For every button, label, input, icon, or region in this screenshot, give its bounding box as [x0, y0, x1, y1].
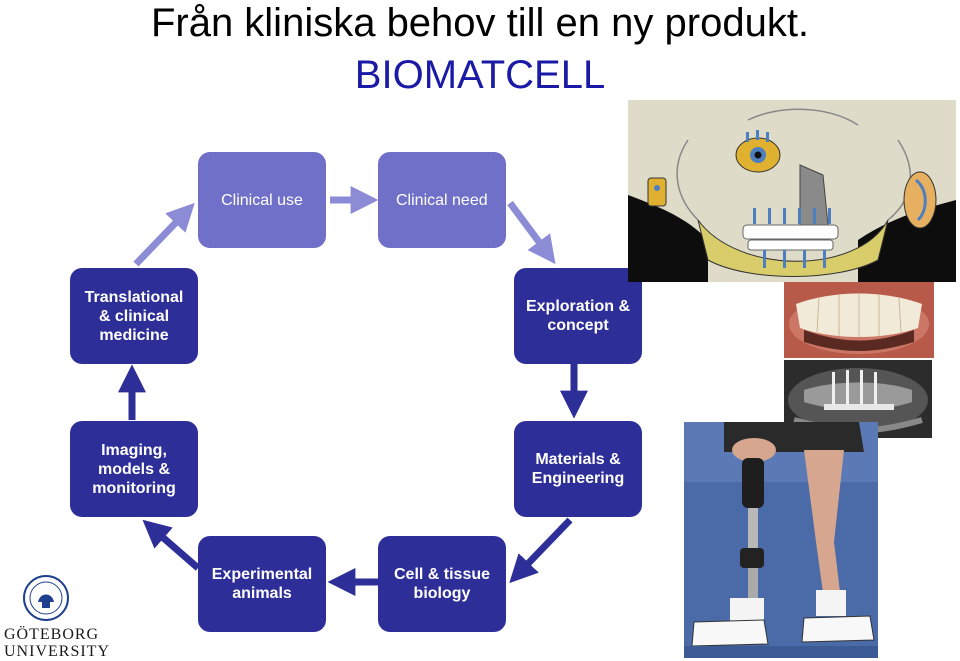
arrow-experimental-to-imaging [142, 519, 201, 571]
node-materials-engineering: Materials & Engineering [514, 421, 642, 517]
arrow-translational-to-use [133, 202, 195, 267]
prosthetic-leg-photo [684, 422, 878, 658]
node-exploration-concept: Exploration & concept [514, 268, 642, 364]
node-experimental-animals: Experimental animals [198, 536, 326, 632]
slide-subtitle: BIOMATCELL [354, 53, 606, 97]
node-cell-tissue-biology: Cell & tissue biology [378, 536, 506, 632]
dental-xray-photo [784, 360, 932, 438]
node-imaging-models: Imaging, models & monitoring [70, 421, 198, 517]
logo-text-goteborg: GÖTEBORG [4, 626, 100, 643]
node-translational-medicine: Translational & clinical medicine [70, 268, 198, 364]
logo-text-university: UNIVERSITY [4, 643, 110, 660]
node-clinical-need: Clinical need [378, 152, 506, 248]
arrow-need-to-exploration [507, 200, 556, 265]
craniofacial-implant-illustration [628, 100, 956, 282]
dental-bridge-photo [784, 282, 934, 358]
arrow-materials-to-cell [509, 517, 573, 584]
university-seal-logo [22, 574, 70, 622]
node-clinical-use: Clinical use [198, 152, 326, 248]
slide-title: Från kliniska behov till en ny produkt. [150, 1, 810, 45]
